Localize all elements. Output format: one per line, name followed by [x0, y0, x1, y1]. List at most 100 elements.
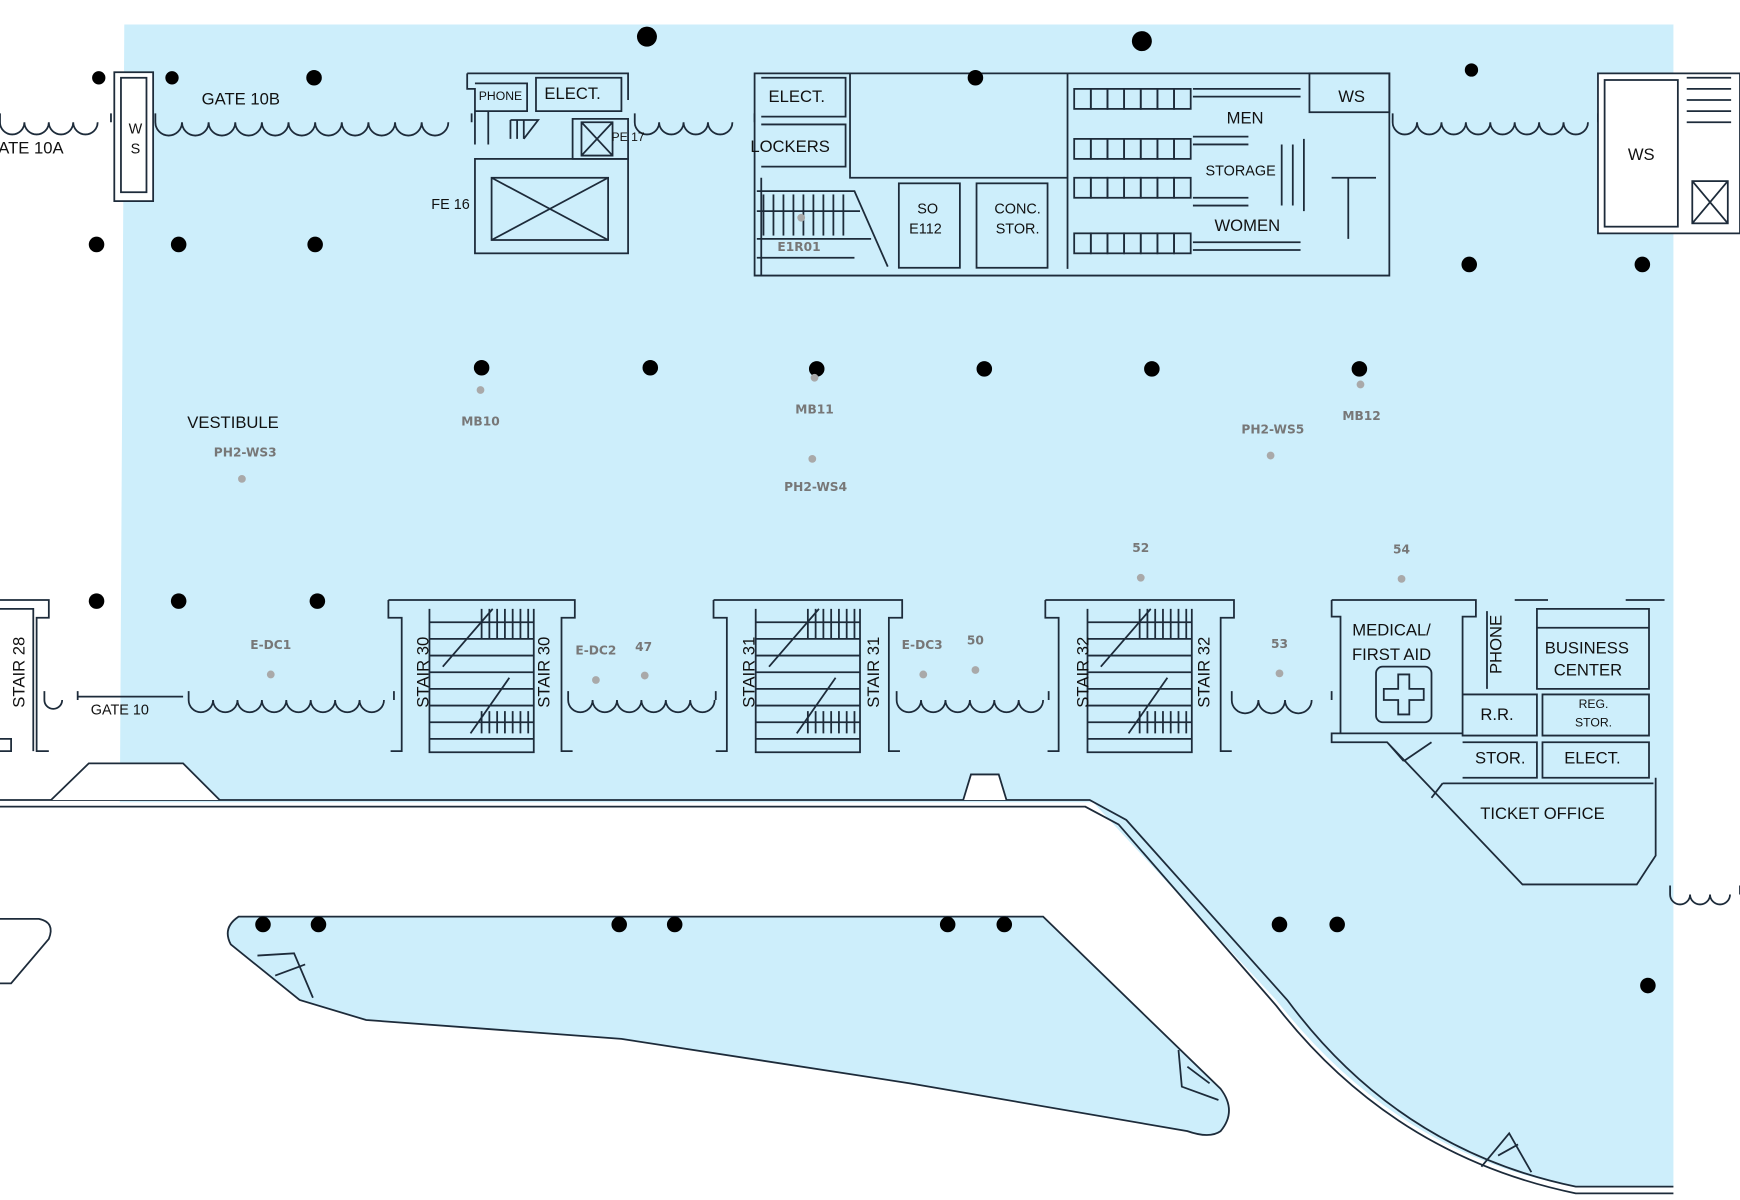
marker-point[interactable] — [640, 671, 649, 680]
apron-edge — [0, 799, 1674, 1195]
marker-point[interactable] — [1266, 451, 1275, 460]
ramp-bottom — [1480, 1131, 1533, 1173]
column — [1634, 256, 1651, 273]
door-swing-wall — [0, 113, 112, 136]
marker-point[interactable] — [266, 670, 275, 679]
marker-ph2-ws5[interactable]: PH2-WS5 — [1241, 422, 1304, 436]
stair-32-label-right: STAIR 32 — [1195, 637, 1214, 708]
island-ramp-left — [257, 952, 314, 999]
marker-point[interactable] — [1397, 575, 1406, 583]
so-e112-room[interactable] — [897, 182, 961, 269]
marker-point[interactable] — [1356, 380, 1365, 389]
marker-point[interactable] — [919, 670, 928, 679]
marker-point[interactable] — [971, 666, 980, 674]
marker-point[interactable] — [592, 676, 600, 684]
elevator-right-x — [1686, 76, 1732, 224]
stor-label: STOR. — [1475, 748, 1526, 767]
marker-e-dc3[interactable]: E-DC3 — [902, 638, 943, 652]
door-swing-wall — [1230, 691, 1333, 715]
marker-ph2-ws4[interactable]: PH2-WS4 — [784, 480, 847, 494]
column — [642, 360, 659, 376]
storage-room[interactable] — [1192, 88, 1377, 251]
column — [939, 916, 956, 933]
reg-label: REG. — [1579, 697, 1609, 711]
stair-28-block[interactable] — [0, 599, 50, 752]
column — [170, 593, 187, 609]
toilet-stall — [1173, 138, 1192, 160]
column — [309, 593, 326, 609]
structural-columns — [88, 26, 1656, 994]
marker-point[interactable] — [810, 373, 819, 382]
column — [310, 916, 327, 933]
column — [1329, 916, 1345, 933]
marker-47[interactable]: 47 — [635, 640, 652, 654]
lockers-label: LOCKERS — [750, 137, 829, 156]
conc-stor-label: STOR. — [996, 221, 1040, 237]
women-label: WOMEN — [1214, 216, 1280, 235]
marker-point[interactable] — [797, 213, 806, 222]
column — [996, 916, 1013, 933]
ws-label-1: WS — [1338, 87, 1365, 106]
e112-label: E112 — [909, 221, 942, 237]
marker-point[interactable] — [476, 386, 485, 394]
column — [1144, 361, 1160, 377]
ws-right-block[interactable] — [1597, 72, 1740, 235]
marker-point[interactable] — [1136, 573, 1145, 582]
stairs-group — [387, 599, 1235, 754]
escalator-steps — [762, 194, 845, 236]
column — [1351, 361, 1368, 377]
marker-e-dc1[interactable]: E-DC1 — [250, 638, 291, 652]
marker-52[interactable]: 52 — [1132, 541, 1149, 555]
stair-32-label-left: STAIR 32 — [1074, 637, 1093, 708]
marker-53[interactable]: 53 — [1271, 637, 1288, 651]
marker-54[interactable]: 54 — [1393, 542, 1410, 556]
ws-s-label: S — [131, 141, 141, 157]
marker-50[interactable]: 50 — [967, 633, 984, 647]
elevator-right — [1691, 180, 1729, 225]
stair-wall — [768, 608, 837, 734]
ws-kiosk-inner — [120, 76, 148, 194]
stair-block[interactable] — [387, 599, 576, 754]
conc-label: CONC. — [994, 201, 1040, 217]
business-label: BUSINESS — [1545, 638, 1629, 657]
column — [976, 361, 993, 377]
column — [170, 236, 187, 253]
marker-mb10[interactable]: MB10 — [461, 415, 499, 429]
freight-elevator-fe16[interactable] — [474, 158, 629, 255]
island-floor[interactable] — [226, 915, 1230, 1136]
marker-point[interactable] — [238, 475, 246, 483]
column — [88, 593, 105, 609]
phone-label: PHONE — [479, 89, 522, 103]
door-swing-wall — [187, 691, 395, 714]
column — [306, 70, 322, 86]
stair-block[interactable] — [1044, 599, 1235, 754]
column — [967, 70, 984, 86]
left-island — [0, 918, 52, 985]
marker-ph2-ws3[interactable]: PH2-WS3 — [214, 446, 277, 460]
concourse-floor — [119, 24, 1674, 1187]
escalator-e1r01[interactable] — [756, 190, 889, 268]
men-label: MEN — [1227, 108, 1264, 127]
marker-e-dc2[interactable]: E-DC2 — [575, 643, 616, 657]
stair-block[interactable] — [712, 599, 904, 754]
marker-e1r01[interactable]: E1R01 — [777, 240, 820, 254]
island-ramp-right — [1177, 1049, 1219, 1101]
medical-ticket-block[interactable] — [1330, 599, 1665, 886]
stair-30-label-left: STAIR 30 — [413, 637, 432, 708]
ws-label-2: WS — [1628, 145, 1655, 164]
column — [92, 71, 106, 85]
column — [1131, 31, 1152, 52]
conc-stor-room[interactable] — [975, 182, 1049, 269]
marker-mb12[interactable]: MB12 — [1342, 409, 1380, 423]
elect-label-2: ELECT. — [769, 87, 825, 106]
fe16-car — [490, 176, 609, 241]
marker-point[interactable] — [808, 455, 817, 463]
ws-room[interactable] — [1308, 72, 1391, 114]
marker-point[interactable] — [1275, 669, 1284, 678]
ramp-small — [962, 773, 1008, 801]
toilet-stall — [1173, 232, 1192, 255]
marker-mb11[interactable]: MB11 — [795, 402, 833, 416]
column — [255, 916, 271, 933]
door-swing-wall — [43, 691, 79, 710]
